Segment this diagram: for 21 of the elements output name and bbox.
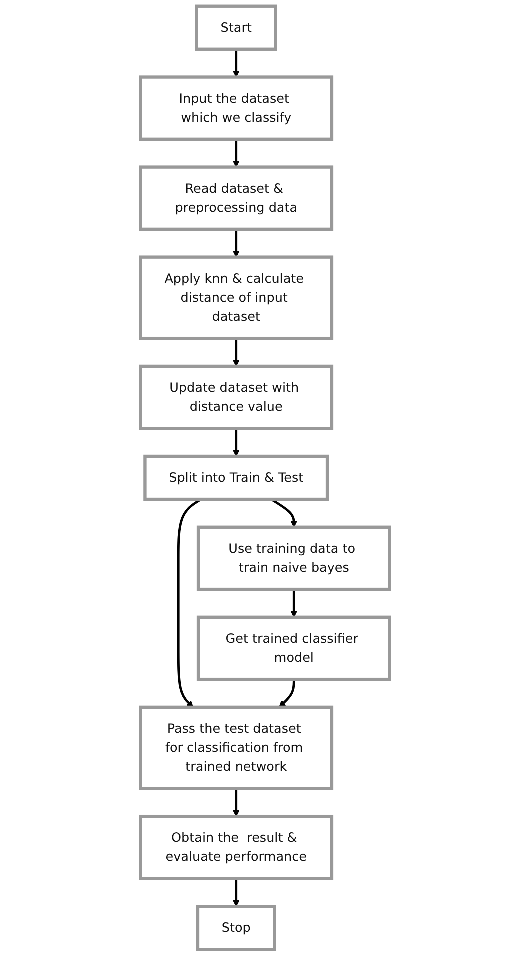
arrow [233, 49, 240, 78]
arrow [233, 139, 240, 168]
node-box: Start [196, 4, 278, 51]
node-box: Pass the test dataset for classification from trained network [139, 706, 334, 790]
arrow [233, 788, 240, 817]
node-box: Read dataset & preprocessing data [139, 166, 334, 232]
arrow [233, 229, 240, 258]
arrow [233, 878, 240, 907]
node-box: Split into Train & Test [144, 454, 330, 502]
node-box: Use training data to train naive bayes [197, 526, 392, 592]
arrow [279, 680, 296, 708]
node-box: Update dataset with distance value [139, 364, 334, 430]
arrow [233, 428, 240, 457]
node-box: Stop [196, 905, 277, 952]
node-box: Get trained classifier model [197, 616, 392, 682]
node-box: Obtain the result & evaluate performance [139, 815, 334, 880]
arrow [290, 590, 298, 618]
node-box: Input the dataset which we classify [139, 76, 334, 141]
arrow [233, 338, 240, 367]
arrow [271, 498, 298, 528]
node-box: Apply knn & calculate distance of input dataset [139, 256, 334, 340]
